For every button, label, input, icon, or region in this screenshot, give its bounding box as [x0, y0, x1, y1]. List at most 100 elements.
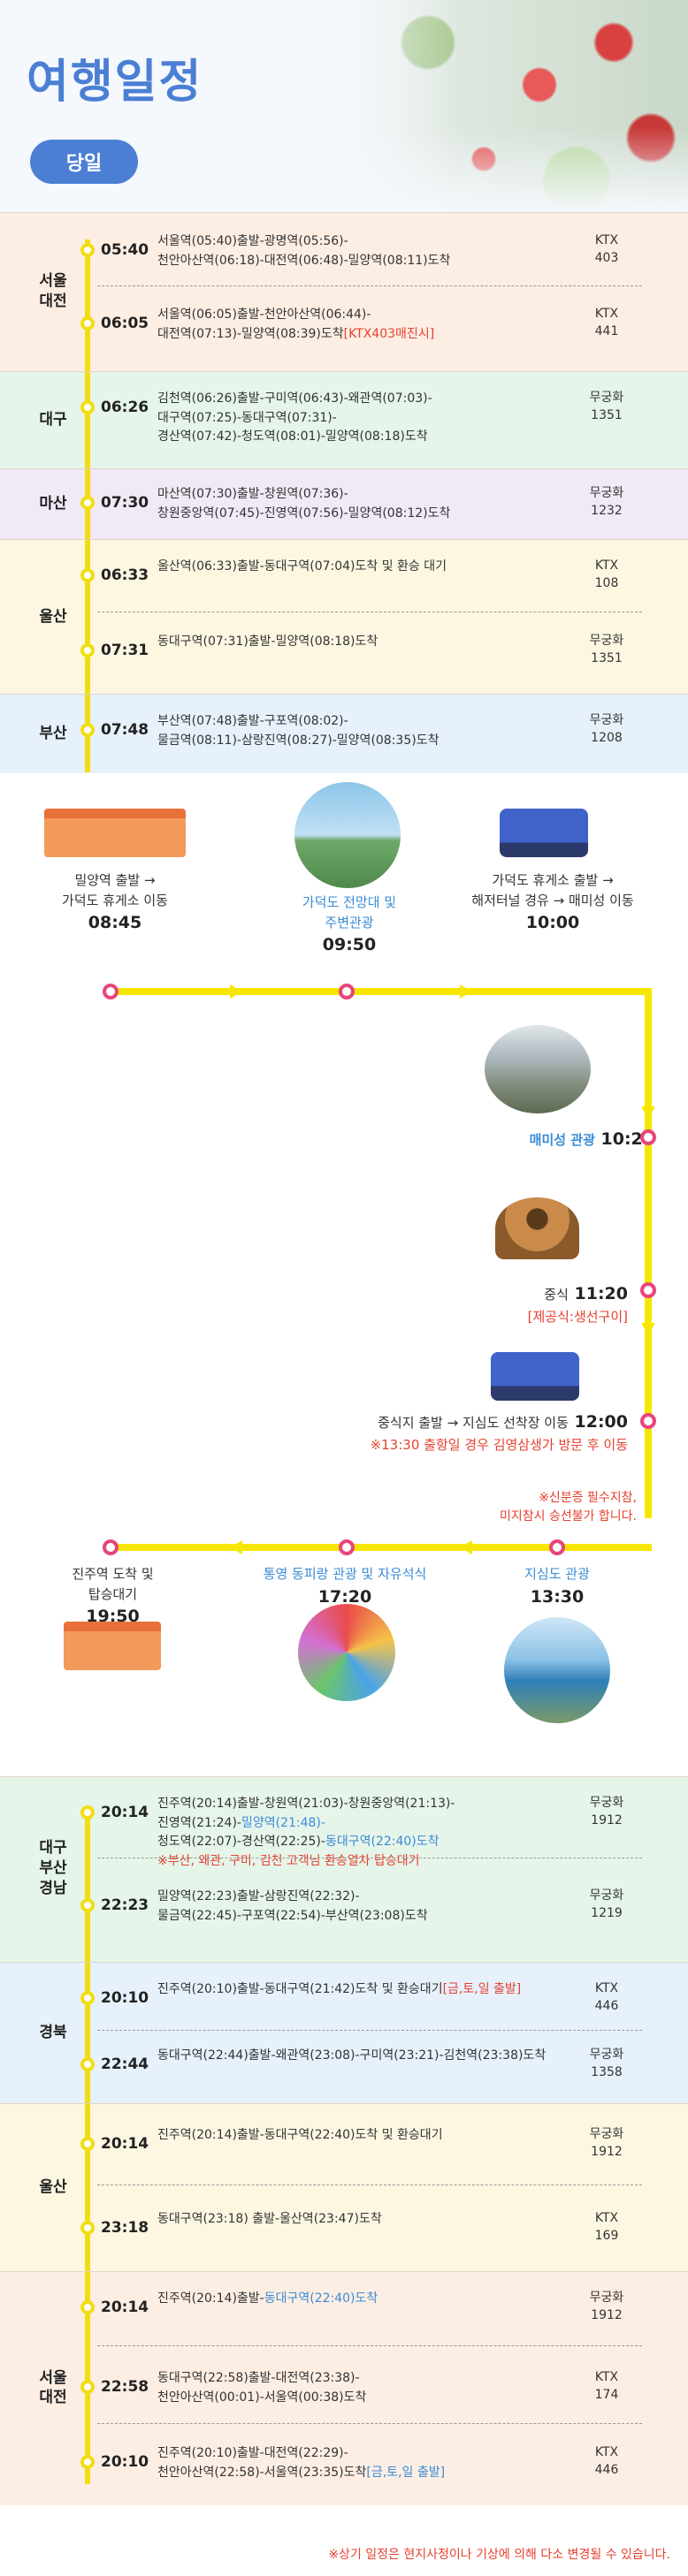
route-line: 진주역(20:14)출발-동대구역(22:40)도착: [157, 2290, 582, 2309]
stop-label: 주변관광: [325, 914, 374, 931]
departure-time: 06:33: [101, 566, 149, 584]
train-line: 무궁화: [589, 634, 624, 648]
stop-time: 11:20: [568, 1284, 628, 1303]
route-description: 마산역(07:30)출발-창원역(07:36)-창원중앙역(07:45)-진영역…: [157, 485, 582, 523]
train-line: 무궁화: [589, 2048, 624, 2062]
timeline-line: [85, 1963, 90, 2104]
train-line: KTX: [594, 559, 619, 573]
row-divider: [97, 2345, 642, 2346]
timeline-dot: [80, 643, 95, 657]
train-line: 무궁화: [589, 1796, 624, 1810]
timeline-dot: [80, 2455, 95, 2469]
stop-illustration: [500, 809, 588, 857]
stop-time: 17:20: [317, 1586, 372, 1607]
stop-label: 해저터널 경유 → 매미성 이동: [471, 892, 634, 908]
stop-illustration: [64, 1622, 161, 1670]
timeline-dot: [80, 316, 95, 331]
route-text: 대전역(07:13)-밀양역(08:39)도착: [157, 326, 344, 341]
train-line: 403: [594, 250, 619, 265]
route-description: 동대구역(23:18) 출발-울산역(23:47)도착: [157, 2210, 582, 2230]
train-info: 무궁화 1912: [575, 2290, 638, 2324]
arrow-icon: [230, 984, 242, 999]
stop-label: 가덕도 전망대 및: [302, 894, 397, 910]
stop-dot: [640, 1413, 656, 1429]
city-label: 울산: [39, 2178, 67, 2196]
transfer-note: ※부산, 왜관, 구미, 김천 고객님 환승열차 탑승대기: [157, 1854, 420, 1869]
departure-time: 22:44: [101, 2055, 149, 2073]
route-text: 천안아산역(06:18)-대전역(06:48)-밀양역(08:11)도착: [157, 253, 451, 268]
boarding-note: ※신분증 필수지참,미지참시 승선불가 합니다.: [424, 1489, 637, 1526]
stop-dot: [339, 1539, 355, 1555]
train-line: 무궁화: [589, 486, 624, 500]
route-description: 진주역(20:10)출발-대전역(22:29)-천안아산역(22:58)-서울역…: [157, 2444, 582, 2482]
arrow-icon: [230, 1540, 242, 1554]
route-line: 진주역(20:10)출발-대전역(22:29)-: [157, 2444, 582, 2464]
train-info: KTX 403: [575, 232, 638, 267]
route-line: 대구역(07:25)-동대구역(07:31)-: [157, 409, 582, 429]
route-text: 천안아산역(22:58)-서울역(23:35)도착: [157, 2465, 367, 2480]
route-line: 청도역(22:07)-경산역(22:25)-동대구역(22:40)도착: [157, 1833, 582, 1852]
route-text: 천안아산역(00:01)-서울역(00:38)도착: [157, 2390, 367, 2405]
tour-stop: 매미성 관광 10:20: [442, 1127, 654, 1152]
stop-note: ※13:30 출항일 경우 김영삼생가 방문 후 이동: [370, 1436, 628, 1453]
stop-label: 가덕도 휴게소 출발 →: [492, 872, 614, 888]
route-line: 밀양역(22:23)출발-삼랑진역(22:32)-: [157, 1888, 582, 1907]
stop-time: 13:30: [530, 1586, 585, 1607]
stop-dot: [640, 1282, 656, 1298]
train-line: 1912: [591, 2307, 623, 2322]
timeline-line: [85, 2272, 90, 2484]
departure-time: 20:10: [101, 2453, 149, 2471]
route-highlight: 밀양역(21:48)-: [241, 1815, 325, 1830]
route-text: 동대구역(22:58)출발-대전역(23:38)-: [157, 2371, 360, 2385]
tour-stop: 중식 11:20[제공식:생선구이]: [389, 1281, 628, 1326]
stop-time: 10:00: [525, 913, 580, 932]
route-line: 동대구역(22:44)출발-왜관역(23:08)-구미역(23:21)-김천역(…: [157, 2047, 582, 2066]
route-text: 마산역(07:30)출발-창원역(07:36)-: [157, 487, 348, 501]
stop-illustration: [495, 1197, 579, 1259]
train-line: 108: [594, 575, 619, 590]
timeline-line: [85, 2104, 90, 2272]
departure-time: 07:30: [101, 494, 149, 512]
route-line: 동대구역(22:58)출발-대전역(23:38)-: [157, 2369, 582, 2389]
route-line: 서울역(06:05)출발-천안아산역(06:44)-: [157, 306, 582, 325]
header-flower-image: [317, 0, 688, 212]
stop-label-line: 중식 11:20: [389, 1281, 628, 1307]
timeline-dot: [80, 243, 95, 257]
city-label: 울산: [39, 607, 67, 626]
route-highlight: 동대구역(22:40)도착: [325, 1835, 440, 1850]
departure-time: 06:05: [101, 315, 149, 332]
train-line: KTX: [594, 307, 619, 321]
stop-illustration: [504, 1617, 610, 1723]
stop-label: 밀양역 출발 →: [74, 872, 156, 888]
route-description: 부산역(07:48)출발-구포역(08:02)- 물금역(08:11)-삼랑진역(…: [157, 712, 582, 750]
train-line: 무궁화: [589, 2127, 624, 2141]
train-info: KTX 108: [575, 558, 638, 592]
tour-stop: 가덕도 휴게소 출발 → 해저터널 경유 → 매미성 이동 10:00: [451, 870, 654, 936]
timeline-dot: [80, 496, 95, 510]
train-line: 무궁화: [589, 2291, 624, 2305]
route-description: 밀양역(22:23)출발-삼랑진역(22:32)-물금역(22:45)-구포역(…: [157, 1888, 582, 1926]
departure-time: 20:10: [101, 1989, 149, 2007]
train-line: KTX: [594, 233, 619, 247]
route-text: 부산역(07:48)출발-구포역(08:02)-: [157, 714, 348, 728]
stop-illustration: [298, 1604, 395, 1701]
route-description: 동대구역(22:44)출발-왜관역(23:08)-구미역(23:21)-김천역(…: [157, 2047, 582, 2066]
day-tab[interactable]: 당일: [30, 140, 138, 184]
stop-illustration: [485, 1025, 591, 1113]
route-line: 물금역(08:11)-삼랑진역(08:27)-밀양역(08:35)도착: [157, 732, 582, 751]
train-line: 174: [594, 2387, 619, 2402]
route-text: 서울역(06:05)출발-천안아산역(06:44)-: [157, 308, 371, 322]
stop-dot: [549, 1539, 565, 1555]
stop-label: 매미성 관광: [529, 1132, 595, 1148]
city-label: 경북: [39, 2024, 67, 2041]
route-description: 김천역(06:26)출발-구미역(06:43)-왜관역(07:03)-대구역(0…: [157, 390, 582, 447]
route-text: 진주역(20:14)출발-창원역(21:03)-창원중앙역(21:13)-: [157, 1797, 455, 1811]
